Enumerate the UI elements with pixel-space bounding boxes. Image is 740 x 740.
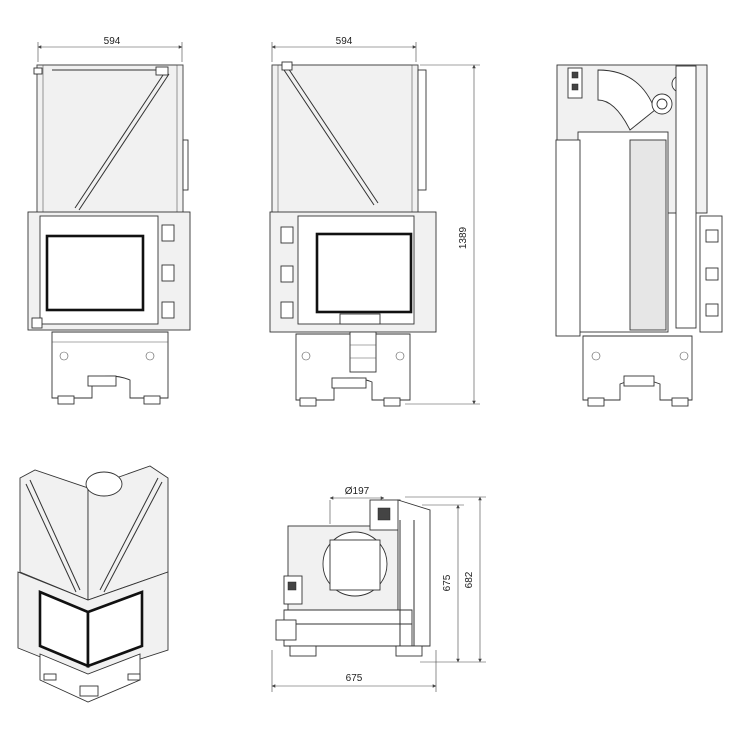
- depth-b-label: 682: [464, 571, 475, 588]
- front-width-dimension: 594: [37, 36, 183, 62]
- iso-glass-right: [86, 590, 144, 668]
- side-width-dimension: 594: [271, 36, 417, 62]
- plan-door-frame: [283, 609, 413, 647]
- front-hood: [36, 64, 184, 214]
- side-glass: [315, 232, 413, 314]
- height-dimension: 1389: [405, 64, 480, 405]
- front-view: 594: [27, 36, 191, 405]
- flue-diameter-label: Ø197: [345, 486, 370, 497]
- side-view: [555, 64, 723, 407]
- side-view-base: [582, 335, 693, 401]
- height-label: 1389: [458, 226, 469, 249]
- plan-width-label: 675: [346, 673, 363, 684]
- front-width-label: 594: [104, 36, 121, 47]
- front-view-mirrored: 594 1389: [269, 36, 480, 407]
- side-width-label: 594: [336, 36, 353, 47]
- front-glass: [45, 234, 145, 312]
- depth-a-label: 675: [442, 574, 453, 591]
- isometric-view: [17, 465, 169, 703]
- plan-view: Ø197 675 682 675: [271, 486, 486, 692]
- side-hood: [271, 64, 419, 214]
